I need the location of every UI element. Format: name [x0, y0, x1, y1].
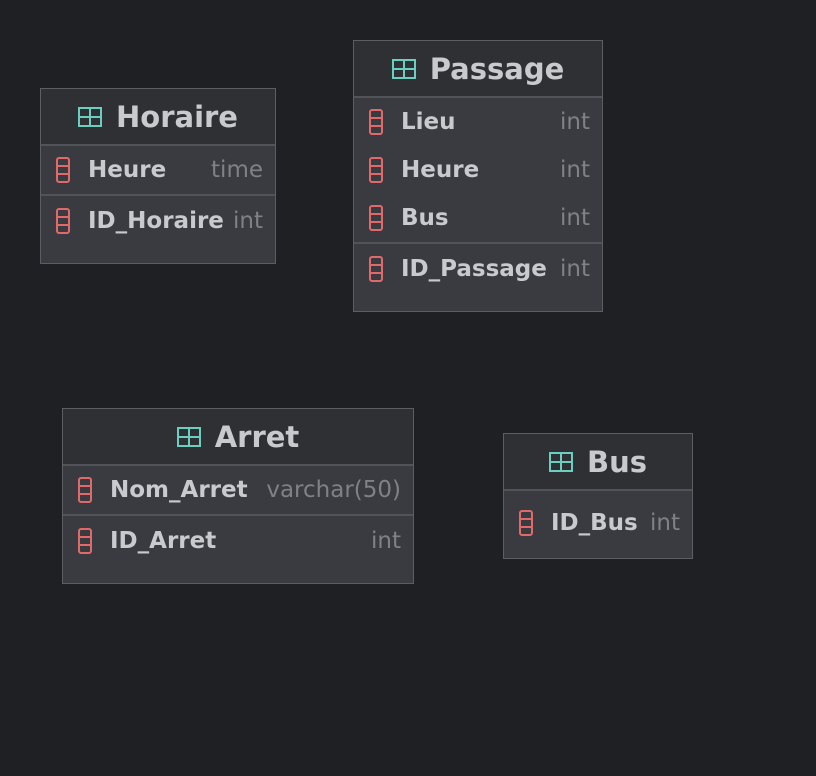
- table-passage[interactable]: Passage Lieu int Heure int Bus int ID_Pa…: [353, 40, 603, 312]
- column-row[interactable]: Bus int: [354, 194, 602, 242]
- table-horaire[interactable]: Horaire Heure time ID_Horaire int: [40, 88, 276, 264]
- column-name: Nom_Arret: [110, 477, 248, 503]
- column-row[interactable]: Heure time: [41, 146, 275, 194]
- column-name: ID_Bus: [551, 510, 638, 536]
- column-type: int: [560, 256, 590, 282]
- column-icon: [519, 510, 537, 536]
- table-header[interactable]: Passage: [354, 41, 602, 98]
- table-icon: [548, 451, 573, 472]
- table-icon: [78, 106, 102, 127]
- column-type: varchar(50): [266, 477, 401, 503]
- table-title: Arret: [214, 419, 300, 454]
- table-header[interactable]: Arret: [63, 409, 413, 466]
- column-name: ID_Horaire: [88, 208, 224, 234]
- table-title: Passage: [429, 51, 565, 86]
- column-name: ID_Passage: [401, 256, 547, 282]
- table-title: Horaire: [116, 99, 238, 134]
- column-row[interactable]: Nom_Arret varchar(50): [63, 466, 413, 514]
- column-name: Heure: [88, 157, 167, 183]
- column-icon: [78, 477, 96, 503]
- column-type: int: [371, 528, 401, 554]
- column-type: int: [560, 109, 590, 135]
- column-type: int: [233, 208, 263, 234]
- table-icon: [176, 426, 201, 447]
- column-icon: [369, 157, 387, 183]
- column-icon: [369, 109, 387, 135]
- column-row[interactable]: ID_Arret int: [63, 514, 413, 566]
- column-type: int: [650, 510, 680, 536]
- column-icon: [369, 205, 387, 231]
- table-arret[interactable]: Arret Nom_Arret varchar(50) ID_Arret int: [62, 408, 414, 584]
- column-name: Lieu: [401, 109, 456, 135]
- table-bus[interactable]: Bus ID_Bus int: [503, 433, 693, 559]
- column-icon: [369, 256, 387, 282]
- column-icon: [56, 157, 74, 183]
- table-header[interactable]: Horaire: [41, 89, 275, 146]
- column-icon: [78, 528, 96, 554]
- column-row[interactable]: Heure int: [354, 146, 602, 194]
- column-type: int: [560, 157, 590, 183]
- column-name: Heure: [401, 157, 480, 183]
- table-title: Bus: [586, 444, 647, 479]
- column-row[interactable]: ID_Passage int: [354, 242, 602, 294]
- table-icon: [391, 58, 416, 79]
- column-name: ID_Arret: [110, 528, 217, 554]
- column-row[interactable]: ID_Horaire int: [41, 194, 275, 246]
- column-type: int: [560, 205, 590, 231]
- column-row[interactable]: ID_Bus int: [504, 491, 692, 555]
- table-header[interactable]: Bus: [504, 434, 692, 491]
- column-row[interactable]: Lieu int: [354, 98, 602, 146]
- column-icon: [56, 208, 74, 234]
- column-name: Bus: [401, 205, 449, 231]
- column-type: time: [211, 157, 263, 183]
